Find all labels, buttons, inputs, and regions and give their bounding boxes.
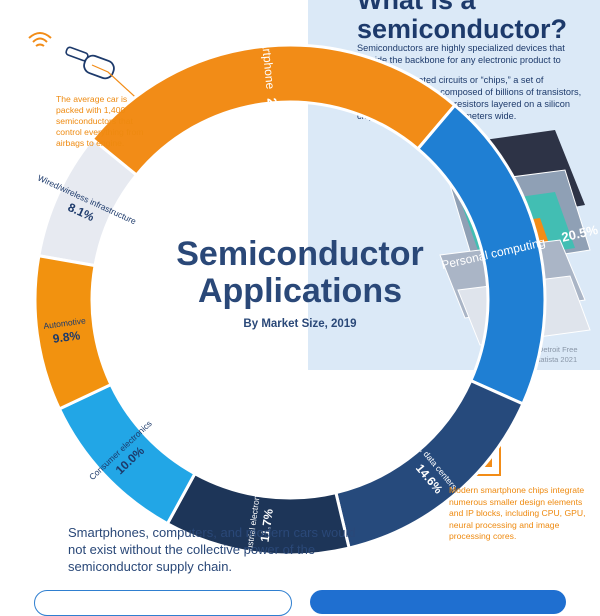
slice-value-label: 9.8% (52, 328, 81, 346)
info-title-line1: What is a (357, 0, 476, 15)
info-title-line2: semiconductor? (357, 14, 568, 44)
car-note: The average car is packed with 1,400 sem… (56, 94, 144, 148)
source-note: Source: Detroit Free Press, Statista 202… (510, 345, 578, 364)
footer-text: Smartphones, computers, and modern cars … (68, 525, 356, 574)
info-title: What is a semiconductor? (357, 0, 597, 44)
center-title-line2: Applications (197, 272, 403, 310)
slice-category-label: Smartphone (257, 23, 277, 90)
slice-value-label: 11.7% (258, 508, 276, 543)
car-key-icon (28, 32, 115, 80)
footer-card-left[interactable] (34, 590, 292, 616)
slice-label: Smartphone 25.3% (257, 23, 282, 135)
center-title-line1: Semiconductor (176, 235, 424, 273)
center-title: Semiconductor Applications (150, 236, 450, 310)
smartphone-note: Modern smartphone chips integrate numero… (449, 485, 586, 541)
center-subtitle: By Market Size, 2019 (243, 318, 357, 330)
market-size-donut-chart: Wired/wireless infrastructure8.1%Smartph… (28, 23, 600, 555)
donut-slice (33, 253, 113, 411)
slice-value-label: 25.3% (264, 97, 282, 136)
footer-card-right[interactable] (310, 590, 566, 614)
